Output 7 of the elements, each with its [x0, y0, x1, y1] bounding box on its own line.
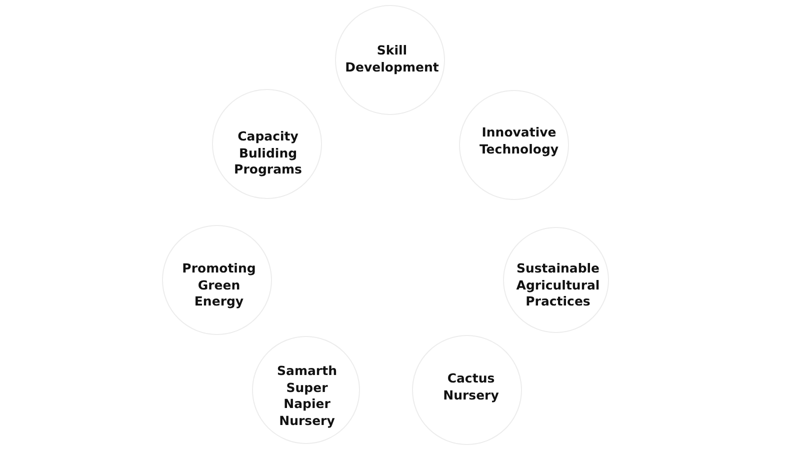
node-label: Sustainable Agricultural Practices [516, 260, 600, 310]
node-label: Innovative Technology [479, 124, 559, 158]
node-label: Samarth Super Napier Nursery [277, 363, 337, 429]
node-label: Promoting Green Energy [182, 260, 256, 310]
node-label: Skill Development [345, 42, 439, 76]
node-label: Capacity Buliding Programs [234, 128, 302, 178]
node-label: Cactus Nursery [443, 370, 499, 404]
